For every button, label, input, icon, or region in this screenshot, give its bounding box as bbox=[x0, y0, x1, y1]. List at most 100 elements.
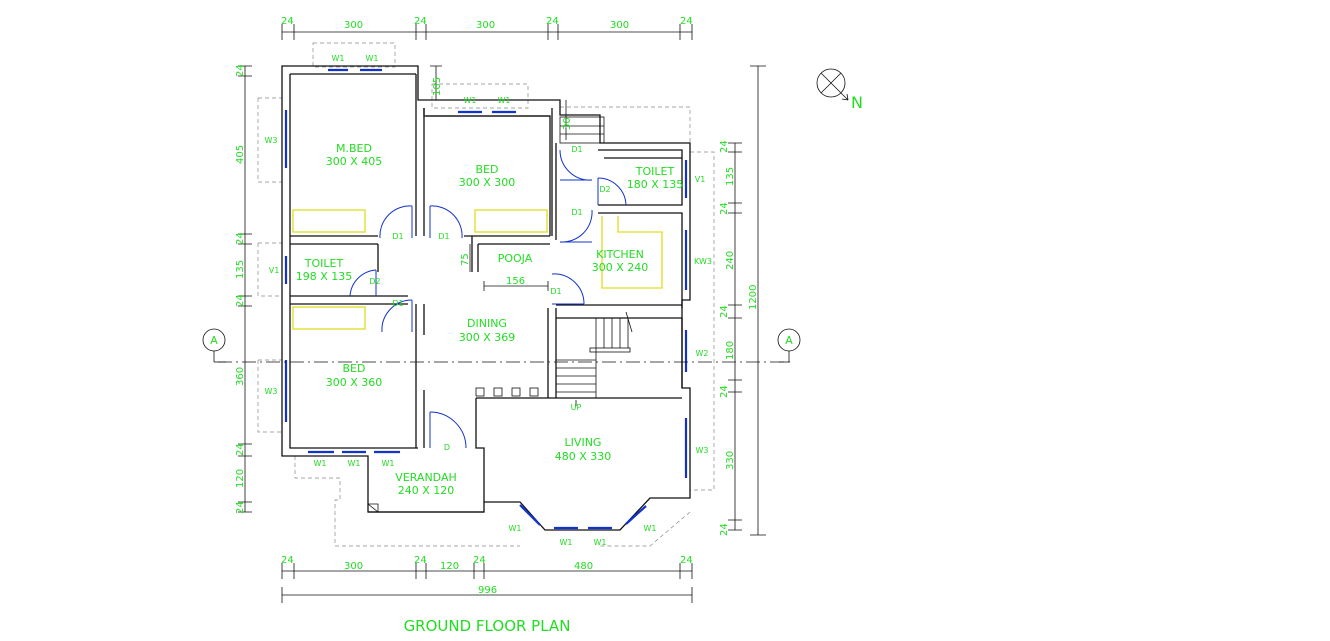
svg-text:D1: D1 bbox=[392, 232, 403, 241]
svg-text:W3: W3 bbox=[265, 387, 278, 396]
svg-text:D2: D2 bbox=[369, 277, 380, 286]
walls bbox=[281, 65, 691, 531]
svg-text:W1: W1 bbox=[644, 524, 657, 533]
svg-text:24: 24 bbox=[235, 294, 246, 307]
svg-text:24: 24 bbox=[281, 555, 294, 566]
svg-text:24: 24 bbox=[680, 16, 693, 27]
svg-text:W3: W3 bbox=[696, 446, 709, 455]
svg-text:D1: D1 bbox=[438, 232, 449, 241]
living-size: 480 X 330 bbox=[555, 450, 612, 463]
dining-size: 300 X 369 bbox=[459, 331, 516, 344]
svg-text:24: 24 bbox=[719, 385, 730, 398]
svg-text:24: 24 bbox=[414, 555, 427, 566]
pillars bbox=[475, 387, 539, 397]
dimension-text-inner: 105 30 75 156 bbox=[432, 77, 573, 287]
dimension-text-top: 24 300 24 300 24 300 24 bbox=[281, 16, 693, 31]
door-swings bbox=[349, 149, 627, 449]
svg-text:180: 180 bbox=[725, 341, 736, 360]
svg-text:W3: W3 bbox=[265, 136, 278, 145]
svg-text:1200: 1200 bbox=[748, 285, 759, 310]
toilet1-size: 180 X 135 bbox=[627, 178, 684, 191]
dimension-text-bottom: 24 300 24 120 24 480 24 996 bbox=[281, 555, 693, 596]
svg-text:W1: W1 bbox=[314, 459, 327, 468]
toilet1-name: TOILET bbox=[635, 165, 675, 178]
svg-text:996: 996 bbox=[478, 585, 497, 596]
svg-text:480: 480 bbox=[574, 561, 593, 572]
svg-text:W1: W1 bbox=[366, 54, 379, 63]
svg-text:W1: W1 bbox=[498, 96, 511, 105]
svg-text:300: 300 bbox=[344, 20, 363, 31]
stair-landing-top bbox=[559, 116, 605, 144]
svg-text:V1: V1 bbox=[269, 266, 280, 275]
svg-text:105: 105 bbox=[432, 77, 443, 96]
dimension-text-left: 24 405 24 135 24 360 24 120 24 bbox=[235, 64, 246, 514]
svg-text:W1: W1 bbox=[332, 54, 345, 63]
plan-title: GROUND FLOOR PLAN bbox=[404, 617, 571, 635]
svg-text:135: 135 bbox=[725, 167, 736, 186]
bed1-name: BED bbox=[476, 163, 499, 176]
svg-text:W1: W1 bbox=[594, 538, 607, 547]
svg-text:D: D bbox=[444, 443, 450, 452]
bed1-size: 300 X 300 bbox=[459, 176, 516, 189]
mbed-size: 300 X 405 bbox=[326, 155, 383, 168]
svg-text:D1: D1 bbox=[392, 299, 403, 308]
svg-text:30: 30 bbox=[562, 117, 573, 130]
svg-text:24: 24 bbox=[414, 16, 427, 27]
section-line: A A bbox=[202, 328, 801, 363]
svg-text:W1: W1 bbox=[348, 459, 361, 468]
toilet2-name: TOILET bbox=[304, 257, 344, 270]
svg-text:W1: W1 bbox=[464, 96, 477, 105]
svg-text:24: 24 bbox=[719, 305, 730, 318]
svg-text:24: 24 bbox=[546, 16, 559, 27]
verandah-name: VERANDAH bbox=[395, 471, 457, 484]
door-tags: D1 D1 D2 D1 D1 D2 D1 D1 D bbox=[369, 145, 610, 452]
svg-text:24: 24 bbox=[281, 16, 294, 27]
svg-text:24: 24 bbox=[719, 140, 730, 153]
stair-up-label: UP bbox=[571, 403, 582, 412]
bed2-name: BED bbox=[343, 362, 366, 375]
furniture bbox=[292, 209, 663, 330]
bed2-size: 300 X 360 bbox=[326, 376, 383, 389]
section-marker-right: A bbox=[785, 334, 793, 347]
svg-text:300: 300 bbox=[476, 20, 495, 31]
svg-text:W2: W2 bbox=[696, 349, 709, 358]
svg-text:24: 24 bbox=[719, 523, 730, 536]
svg-text:24: 24 bbox=[235, 232, 246, 245]
svg-text:24: 24 bbox=[235, 501, 246, 514]
svg-text:300: 300 bbox=[344, 561, 363, 572]
svg-text:75: 75 bbox=[460, 253, 471, 266]
section-marker-left: A bbox=[210, 334, 218, 347]
svg-text:V1: V1 bbox=[695, 175, 706, 184]
svg-text:156: 156 bbox=[506, 276, 525, 287]
dimension-lines bbox=[238, 24, 766, 603]
windows-glazing bbox=[284, 68, 688, 530]
living-name: LIVING bbox=[565, 436, 602, 449]
svg-text:135: 135 bbox=[235, 260, 246, 279]
svg-text:W1: W1 bbox=[382, 459, 395, 468]
kitchen-size: 300 X 240 bbox=[592, 261, 649, 274]
svg-text:D2: D2 bbox=[599, 185, 610, 194]
svg-text:D1: D1 bbox=[571, 145, 582, 154]
svg-text:360: 360 bbox=[235, 367, 246, 386]
svg-text:24: 24 bbox=[235, 443, 246, 456]
svg-text:24: 24 bbox=[235, 64, 246, 77]
svg-text:24: 24 bbox=[719, 202, 730, 215]
verandah-size: 240 X 120 bbox=[398, 484, 455, 497]
pooja-name: POOJA bbox=[498, 252, 533, 265]
svg-text:D1: D1 bbox=[550, 287, 561, 296]
svg-text:300: 300 bbox=[610, 20, 629, 31]
window-tags: W1 W1 W1 W1 W3 V1 W3 W1 W1 W1 V1 KW3 W2 … bbox=[265, 54, 712, 547]
kitchen-name: KITCHEN bbox=[596, 248, 644, 261]
svg-text:120: 120 bbox=[235, 469, 246, 488]
svg-text:W1: W1 bbox=[560, 538, 573, 547]
svg-text:24: 24 bbox=[680, 555, 693, 566]
dining-name: DINING bbox=[467, 317, 507, 330]
staircase bbox=[556, 311, 633, 406]
svg-text:330: 330 bbox=[725, 451, 736, 470]
room-labels: M.BED 300 X 405 BED 300 X 300 TOILET 180… bbox=[296, 142, 684, 497]
north-arrow-icon: N bbox=[816, 68, 863, 112]
dimension-text-right: 24 135 24 240 24 180 24 330 24 1200 bbox=[719, 140, 759, 536]
svg-text:KW3: KW3 bbox=[694, 257, 712, 266]
svg-text:240: 240 bbox=[725, 251, 736, 270]
